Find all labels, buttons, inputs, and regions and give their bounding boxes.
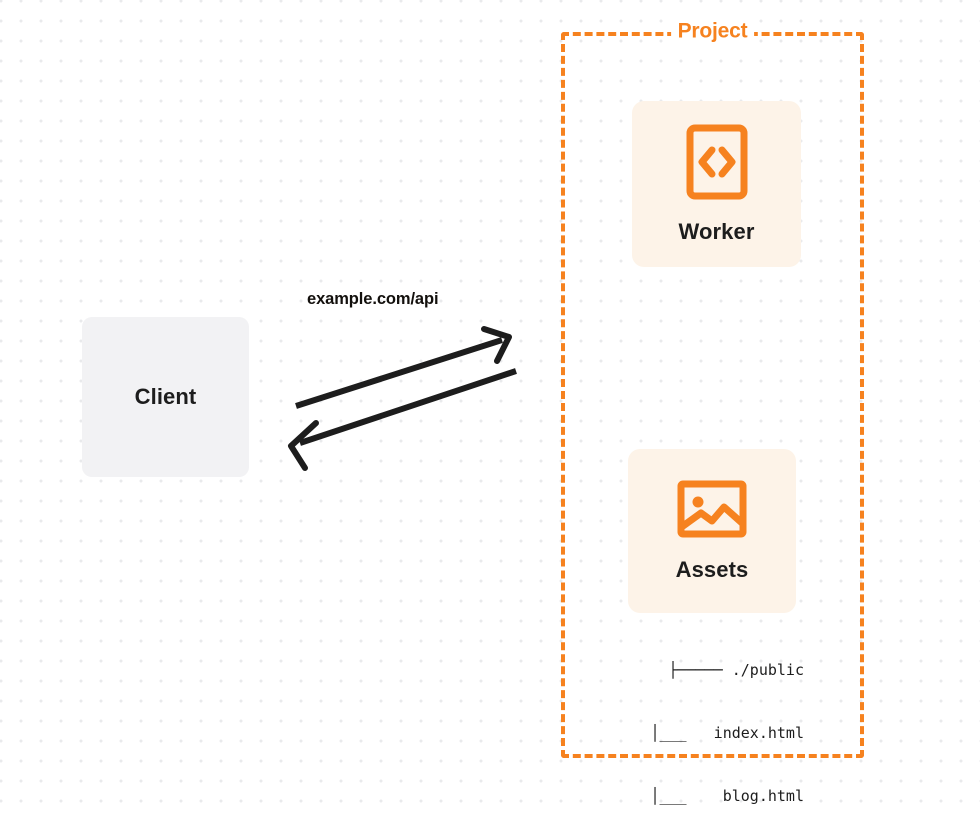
file-tree-row: ├───── ./public — [668, 661, 804, 679]
file-tree-row: │___ index.html — [614, 724, 804, 742]
assets-file-tree: ├───── ./public │___ index.html │___ blo… — [604, 618, 804, 818]
client-node: Client — [82, 317, 249, 477]
worker-card[interactable]: Worker — [632, 101, 801, 267]
project-boundary: Project — [561, 19, 864, 758]
worker-label: Worker — [678, 218, 755, 244]
assets-label: Assets — [675, 556, 749, 582]
arrow-client-to-project — [295, 326, 512, 409]
image-picture-icon — [677, 480, 747, 543]
file-tree-row: │___ blog.html — [614, 787, 804, 805]
assets-card[interactable]: Assets — [628, 449, 796, 613]
client-label: Client — [134, 384, 197, 409]
code-brackets-icon — [686, 124, 748, 205]
arrow-project-to-client — [288, 368, 517, 471]
project-title: Project — [670, 19, 755, 44]
request-url-label: example.com/api — [307, 290, 439, 308]
